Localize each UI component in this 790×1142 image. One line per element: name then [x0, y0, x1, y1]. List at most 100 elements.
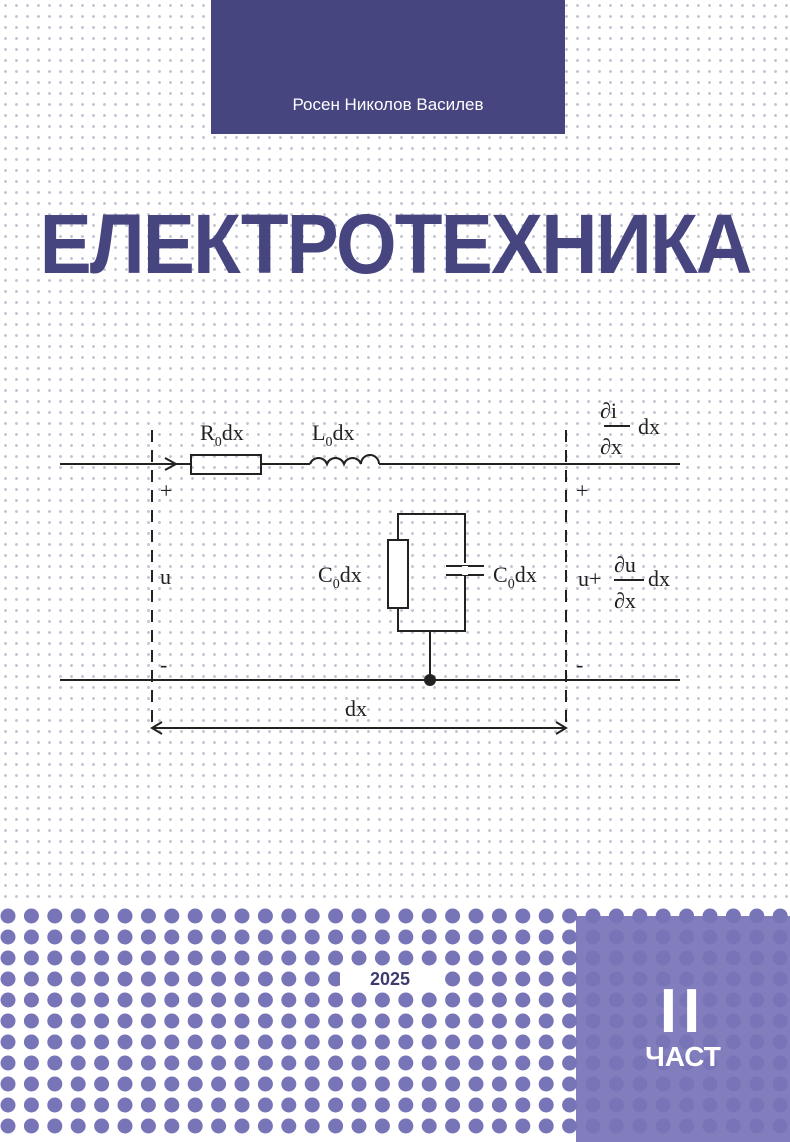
- pattern-dot: [211, 950, 227, 966]
- pattern-dot: [445, 950, 461, 966]
- pattern-dot: [234, 1118, 250, 1134]
- pattern-dot: [445, 929, 461, 945]
- part-label: ЧАСТ: [645, 1041, 721, 1072]
- pattern-dot: [164, 1055, 180, 1071]
- pattern-dot: [211, 992, 227, 1008]
- pattern-dot: [515, 1013, 531, 1029]
- pattern-dot: [398, 1118, 414, 1134]
- pattern-dot: [515, 908, 531, 924]
- pattern-dot: [94, 992, 110, 1008]
- pattern-dot: [257, 1118, 273, 1134]
- pattern-dot: [351, 1076, 367, 1092]
- pattern-dot: [117, 950, 133, 966]
- pattern-dot: [468, 1034, 484, 1050]
- pattern-dot: [94, 908, 110, 924]
- author-banner: Росен Николов Василев: [211, 0, 565, 134]
- pattern-dot: [562, 992, 578, 1008]
- pattern-dot: [398, 1076, 414, 1092]
- pattern-dot: [281, 929, 297, 945]
- pattern-dot: [351, 929, 367, 945]
- pattern-dot: [257, 1097, 273, 1113]
- pattern-dot: [211, 908, 227, 924]
- pattern-dot: [187, 1097, 203, 1113]
- pattern-dot: [0, 950, 16, 966]
- pattern-dot: [117, 1034, 133, 1050]
- pattern-dot: [374, 1076, 390, 1092]
- pattern-dot: [421, 1013, 437, 1029]
- pattern-dot: [164, 950, 180, 966]
- pattern-dot: [374, 1034, 390, 1050]
- pattern-dot: [421, 1055, 437, 1071]
- pattern-dot: [140, 929, 156, 945]
- svg-text:u+: u+: [578, 566, 601, 591]
- pattern-dot: [70, 1076, 86, 1092]
- pattern-dot: [140, 971, 156, 987]
- pattern-dot: [515, 1076, 531, 1092]
- pattern-dot: [328, 1076, 344, 1092]
- pattern-dot: [421, 992, 437, 1008]
- pattern-dot: [257, 992, 273, 1008]
- pattern-dot: [234, 929, 250, 945]
- svg-text:∂x: ∂x: [600, 434, 622, 459]
- svg-text:∂x: ∂x: [614, 588, 636, 613]
- pattern-dot: [445, 992, 461, 1008]
- junction-node: [424, 674, 436, 686]
- pattern-dot: [351, 908, 367, 924]
- pattern-dot: [234, 1097, 250, 1113]
- pattern-dot: [374, 1013, 390, 1029]
- pattern-dot: [281, 1118, 297, 1134]
- pattern-dot: [468, 1118, 484, 1134]
- pattern-dot: [468, 1055, 484, 1071]
- pattern-dot: [374, 908, 390, 924]
- pattern-dot: [211, 1118, 227, 1134]
- pattern-dot: [47, 1055, 63, 1071]
- pattern-dot: [211, 1055, 227, 1071]
- svg-text:∂u: ∂u: [614, 552, 636, 577]
- pattern-dot: [23, 992, 39, 1008]
- pattern-dot: [351, 1013, 367, 1029]
- pattern-dot: [47, 1118, 63, 1134]
- pattern-dot: [70, 1097, 86, 1113]
- pattern-dot: [562, 1076, 578, 1092]
- svg-text:+: +: [576, 478, 588, 503]
- pattern-dot: [491, 1055, 507, 1071]
- pattern-dot: [468, 992, 484, 1008]
- pattern-dot: [562, 1118, 578, 1134]
- pattern-dot: [421, 929, 437, 945]
- pattern-dot: [70, 908, 86, 924]
- pattern-dot: [304, 1076, 320, 1092]
- pattern-dot: [421, 950, 437, 966]
- pattern-dot: [538, 1076, 554, 1092]
- pattern-dot: [47, 950, 63, 966]
- pattern-dot: [70, 1118, 86, 1134]
- pattern-dot: [351, 1055, 367, 1071]
- pattern-dot: [164, 1118, 180, 1134]
- pattern-dot: [328, 1055, 344, 1071]
- pattern-dot: [515, 1055, 531, 1071]
- pattern-dot: [304, 1034, 320, 1050]
- pattern-dot: [257, 1034, 273, 1050]
- pattern-dot: [445, 1118, 461, 1134]
- pattern-dot: [234, 1055, 250, 1071]
- book-title: ЕЛЕКТРОТЕХНИКА: [39, 197, 753, 291]
- pattern-dot: [374, 929, 390, 945]
- pattern-dot: [94, 971, 110, 987]
- pattern-dot: [187, 1034, 203, 1050]
- pattern-dot: [164, 971, 180, 987]
- pattern-dot: [445, 1034, 461, 1050]
- pattern-dot: [0, 971, 16, 987]
- pattern-dot: [47, 1097, 63, 1113]
- pattern-dot: [94, 1097, 110, 1113]
- pattern-dot: [374, 1055, 390, 1071]
- pattern-dot: [281, 908, 297, 924]
- pattern-dot: [164, 992, 180, 1008]
- svg-text:C0dx: C0dx: [493, 562, 537, 592]
- pattern-dot: [23, 929, 39, 945]
- pattern-dot: [351, 1097, 367, 1113]
- pattern-dot: [47, 908, 63, 924]
- pattern-dot: [164, 1034, 180, 1050]
- pattern-dot: [328, 1013, 344, 1029]
- pattern-dot: [23, 1034, 39, 1050]
- dot-pattern-background: [0, 0, 790, 900]
- pattern-dot: [398, 908, 414, 924]
